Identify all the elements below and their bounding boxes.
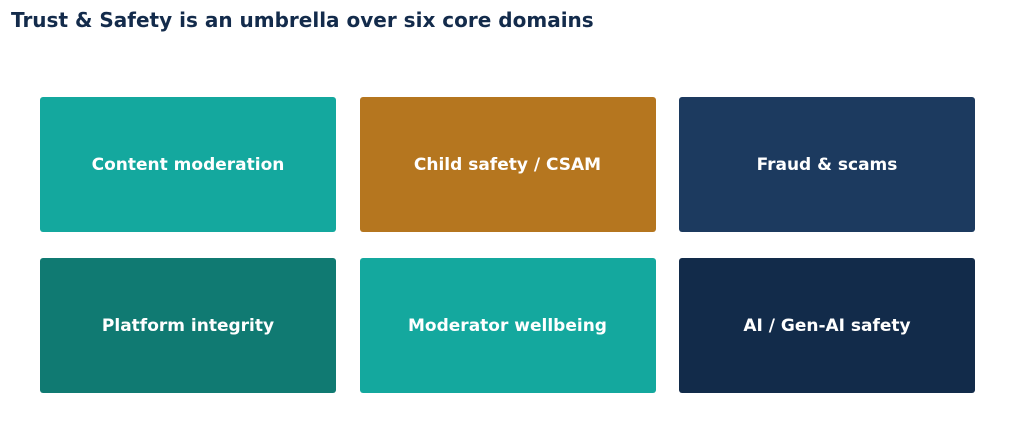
domain-tile-ai-safety: AI / Gen-AI safety bbox=[679, 258, 975, 393]
domain-label: Fraud & scams bbox=[756, 154, 898, 175]
domain-label: Child safety / CSAM bbox=[413, 154, 602, 175]
domain-label: AI / Gen-AI safety bbox=[743, 315, 911, 336]
domain-label: Moderator wellbeing bbox=[408, 315, 607, 336]
domain-grid: Content moderation Child safety / CSAM F… bbox=[40, 97, 975, 393]
domain-tile-moderator-wellbeing: Moderator wellbeing bbox=[359, 258, 656, 393]
domain-label: Content moderation bbox=[91, 154, 285, 175]
domain-label: Platform integrity bbox=[101, 315, 275, 336]
diagram-title: Trust & Safety is an umbrella over six c… bbox=[11, 8, 594, 32]
domain-tile-fraud-scams: Fraud & scams bbox=[679, 97, 975, 232]
domain-tile-child-safety: Child safety / CSAM bbox=[359, 97, 656, 232]
domain-tile-platform-integrity: Platform integrity bbox=[40, 258, 336, 393]
domain-tile-content-moderation: Content moderation bbox=[40, 97, 336, 232]
